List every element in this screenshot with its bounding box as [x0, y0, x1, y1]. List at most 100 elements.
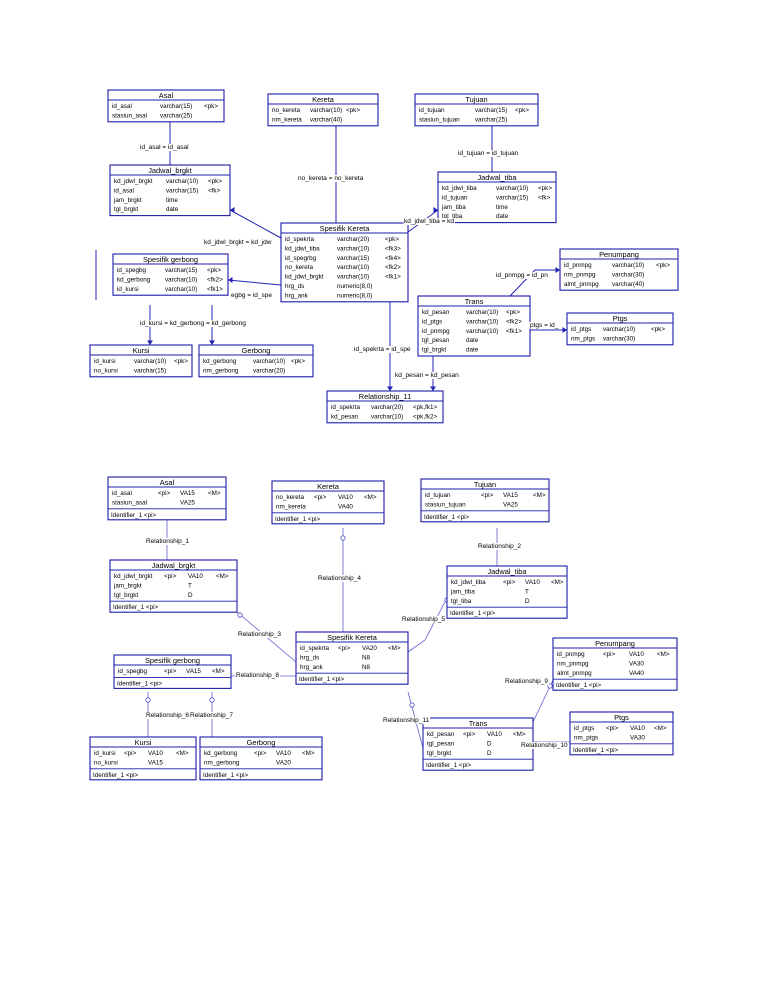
- entity-attribute-cell: <M>: [216, 573, 229, 580]
- entity-attribute-cell: kd_pesan: [331, 413, 359, 420]
- entity-attribute-cell: varchar(10): [337, 264, 369, 271]
- entity-attribute-cell: varchar(20): [337, 236, 369, 243]
- entity-title: Spesifik Kereta: [320, 224, 371, 233]
- label-background: [203, 239, 273, 246]
- entity-attribute-cell: VA10: [276, 750, 291, 757]
- entity-title: Relationship_11: [359, 392, 411, 401]
- entity-attribute-cell: almt_pnmpg: [564, 281, 599, 288]
- entity-box: [414, 93, 539, 127]
- bottom-entity-jadwal_tiba[interactable]: Jadwal_tibakd_jdwl_tiba<pi>VA10<M>jam_ti…: [446, 565, 568, 619]
- entity-attribute-cell: id_ptgs: [574, 725, 594, 732]
- label-background: [297, 175, 365, 182]
- entity-box: [107, 89, 225, 123]
- fk-arrowhead: [147, 340, 153, 345]
- entity-attribute-cell: <fk2>: [385, 264, 401, 271]
- entity-attribute-cell: tgl_brgkt: [114, 592, 138, 599]
- entity-attribute-cell: varchar(10): [603, 326, 635, 333]
- entity-attribute-cell: kd_pesan: [422, 309, 450, 316]
- entity-attribute-cell: varchar(25): [160, 112, 192, 119]
- entity-attribute-cell: nm_pnmpg: [557, 660, 589, 667]
- entity-attribute-cell: hrg_ank: [300, 664, 324, 671]
- entity-attribute-cell: id_pnmpg: [422, 328, 450, 335]
- entity-box: [112, 253, 229, 296]
- entity-attribute-cell: id_spegrbg: [285, 255, 317, 262]
- entity-attribute-cell: VA25: [503, 501, 518, 508]
- entity-attribute-cell: varchar(10): [612, 262, 644, 269]
- relationship-line: [509, 269, 560, 297]
- top-relationship-label-brgkt_fk: kd_jdwl_brgkt = kd_jdw: [204, 239, 272, 246]
- entity-attribute-cell: jam_tiba: [441, 204, 466, 211]
- entity-attribute-cell: id_kursi: [117, 286, 139, 293]
- bottom-entity-spesifik_gerbong[interactable]: Spesifik gerbongid_spegbg<pi>VA15<M>Iden…: [113, 654, 232, 689]
- entity-box: [326, 390, 444, 424]
- entity-attribute-cell: id_ptgs: [571, 326, 591, 333]
- entity-title: Kursi: [133, 346, 150, 355]
- entity-attribute-cell: <pi>: [463, 731, 476, 738]
- entity-attribute-cell: id_tujuan: [442, 194, 468, 201]
- entity-title: Gerbong: [247, 738, 276, 747]
- optionality-circle: [340, 535, 346, 541]
- entity-attribute-cell: id_tujuan: [425, 492, 451, 499]
- entity-attribute-cell: tgl_pesan: [427, 740, 455, 747]
- entity-attribute-cell: id_spegbg: [118, 668, 148, 675]
- entity-box: [446, 565, 568, 619]
- entity-attribute-cell: varchar(25): [475, 116, 507, 123]
- top-relationship-label-kursi_fk: id_kursi = kd_gerbong = kd_gerbong: [140, 320, 246, 327]
- entity-attribute-cell: <pk>: [538, 185, 552, 192]
- bottom-entity-jadwal_brgkt[interactable]: Jadwal_brgktkd_jdwl_brgkt<pi>VA10<M>jam_…: [109, 559, 238, 613]
- entity-attribute-cell: stasiun_tujuan: [419, 116, 460, 123]
- entity-attribute-cell: varchar(10): [166, 178, 198, 185]
- entity-attribute-cell: varchar(10): [466, 309, 498, 316]
- entity-attribute-cell: kd_gerbong: [203, 358, 237, 365]
- entity-title: Jadwal_tiba: [487, 567, 527, 576]
- entity-attribute-cell: <pi>: [338, 645, 351, 652]
- entity-box: [198, 344, 314, 378]
- label-background: [495, 272, 549, 279]
- top-relationship-label-spekrta_fk: id_spekrta = id_spe: [354, 346, 411, 353]
- entity-box: [566, 312, 674, 346]
- entity-box: [109, 164, 231, 217]
- entity-attribute-cell: <pk>: [291, 358, 305, 365]
- fk-arrowhead: [230, 207, 235, 213]
- bottom-entity-spesifik_kereta[interactable]: Spesifik Keretaid_spekrta<pi>VA20<M>hrg_…: [295, 631, 409, 685]
- entity-attribute-cell: D: [525, 598, 530, 605]
- entity-box: [569, 711, 674, 756]
- entity-attribute-cell: <M>: [388, 645, 401, 652]
- entity-attribute-cell: tgl_brgkt: [422, 347, 446, 354]
- entity-attribute-cell: VA30: [629, 660, 644, 667]
- entity-identifier: Identifier_1 <pi>: [111, 512, 156, 519]
- entity-attribute-cell: tgl_brgkt: [427, 750, 451, 757]
- entity-attribute-cell: <fk2>: [207, 276, 223, 283]
- entity-attribute-cell: VA15: [186, 668, 201, 675]
- bottom-entity-tujuan[interactable]: Tujuanid_tujuan<pi>VA15<M>stasiun_tujuan…: [420, 478, 550, 523]
- entity-attribute-cell: id_spekrta: [331, 404, 361, 411]
- bottom-relationship-label-rel2: Relationship_2: [478, 543, 521, 550]
- top-relationship-label-spegbg_fk: egbg = id_spe: [231, 292, 272, 299]
- entity-attribute-cell: VA30: [630, 734, 645, 741]
- entity-attribute-cell: D: [487, 750, 492, 757]
- entity-attribute-cell: tgl_tiba: [451, 598, 472, 605]
- bottom-relationship-label-rel8: Relationship_8: [236, 672, 279, 679]
- entity-attribute-cell: <fk4>: [385, 255, 401, 262]
